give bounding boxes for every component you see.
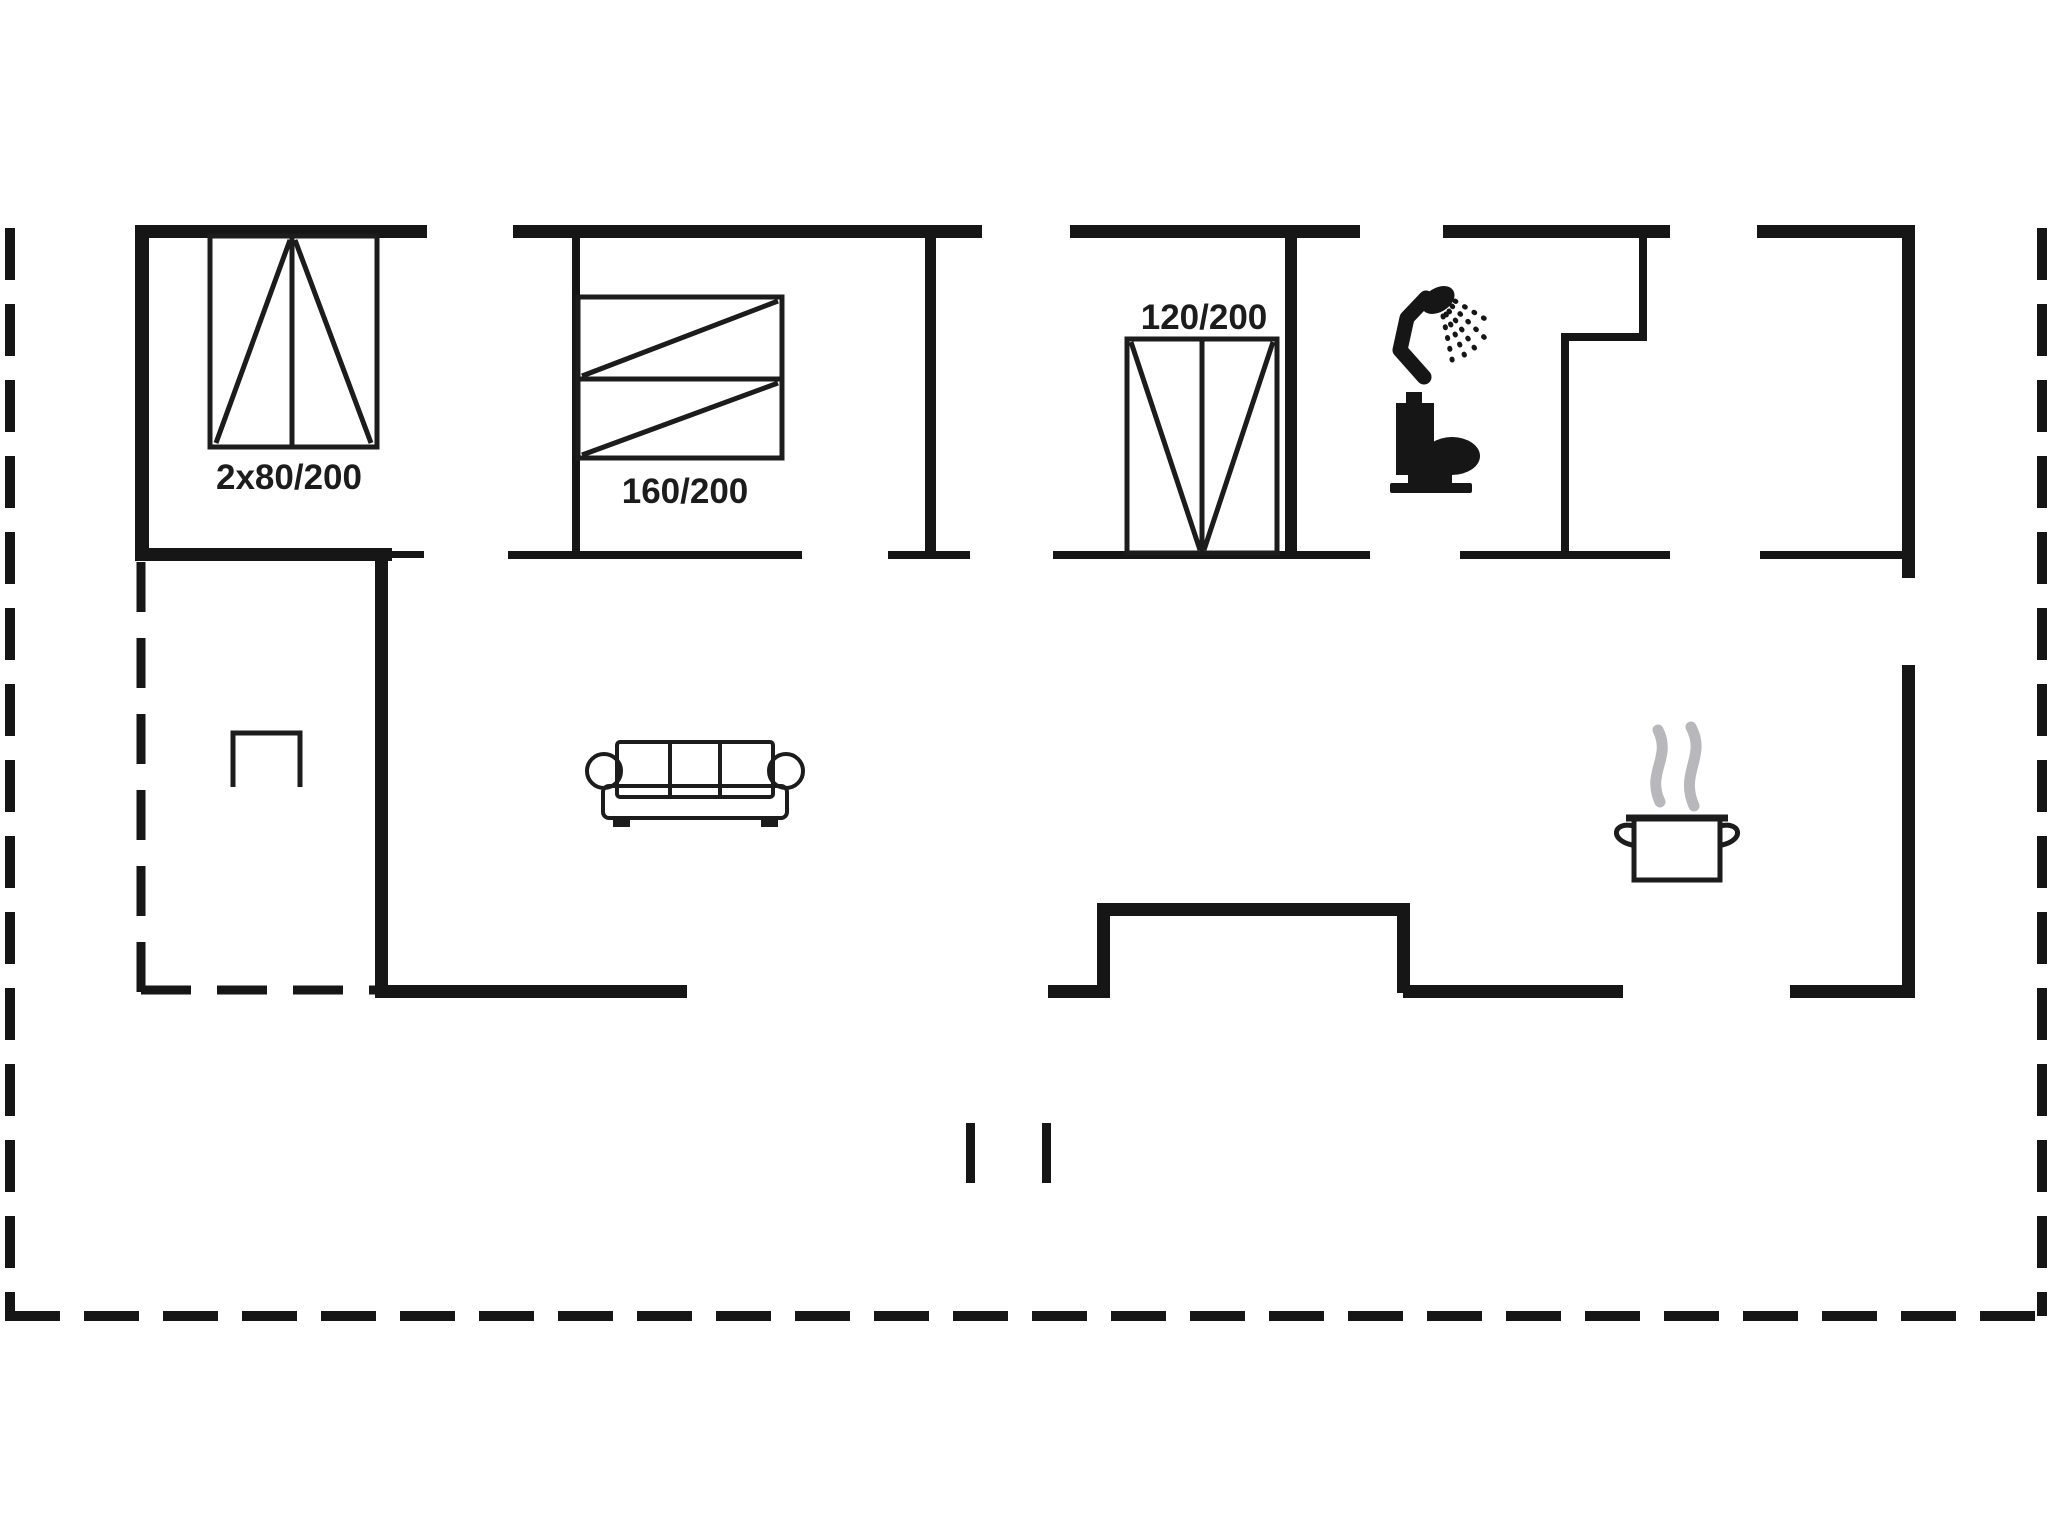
steam-wisps bbox=[1650, 721, 1702, 812]
wall-right-lower bbox=[1902, 665, 1915, 998]
wall-bathroom-left bbox=[1285, 238, 1297, 555]
wall-bump-top bbox=[1097, 903, 1410, 916]
wall-bottom-3 bbox=[1790, 985, 1915, 998]
wall-top-5 bbox=[1757, 225, 1915, 238]
porch-step-bracket bbox=[230, 730, 303, 787]
wall-bedroom1-bottom-ext bbox=[392, 551, 424, 558]
wall-corridor-1 bbox=[508, 551, 802, 559]
toilet-icon bbox=[1390, 392, 1480, 493]
terrace-dashed-boundary bbox=[5, 228, 2047, 1321]
wall-bathroom-right-upper bbox=[1639, 238, 1647, 341]
wall-bathroom-jog bbox=[1561, 333, 1647, 341]
wall-bathroom-right-lower bbox=[1561, 341, 1569, 559]
wall-bedroom1-bottom bbox=[135, 548, 392, 561]
bed3-size-label: 120/200 bbox=[1141, 298, 1268, 337]
wall-top-2 bbox=[513, 225, 982, 238]
shower-icon bbox=[1392, 286, 1495, 385]
wall-bottom-1 bbox=[375, 985, 687, 998]
shower-spray bbox=[1440, 298, 1495, 367]
porch-dashed-boundary bbox=[136, 562, 375, 995]
wall-top-3 bbox=[1070, 225, 1360, 238]
wall-bottom-stub bbox=[1048, 985, 1103, 998]
wall-left bbox=[135, 225, 149, 560]
wall-porch-right bbox=[375, 548, 388, 998]
double-bed-icon bbox=[575, 294, 785, 461]
bed1-size-label: 2x80/200 bbox=[216, 458, 362, 497]
bed2-size-label: 160/200 bbox=[622, 472, 749, 511]
wall-corridor-5 bbox=[1760, 551, 1902, 559]
wall-bump-left bbox=[1097, 903, 1110, 998]
wide-bed-icon bbox=[1124, 336, 1280, 556]
double-bed-icon bbox=[207, 233, 380, 450]
wall-bedroom2-right bbox=[925, 238, 936, 555]
sofa-icon bbox=[585, 740, 805, 827]
cooking-pot-icon bbox=[1613, 721, 1741, 883]
terrace-step-mark-2 bbox=[1042, 1123, 1051, 1183]
terrace-step-mark-1 bbox=[966, 1123, 975, 1183]
wall-top-4 bbox=[1443, 225, 1670, 238]
beds bbox=[207, 233, 1280, 556]
wall-bump-right bbox=[1397, 903, 1410, 993]
walls bbox=[135, 225, 1915, 1183]
wall-bottom-2 bbox=[1403, 985, 1623, 998]
bed-size-labels: 2x80/200 160/200 120/200 bbox=[216, 298, 1267, 511]
wall-right-upper bbox=[1902, 225, 1915, 578]
